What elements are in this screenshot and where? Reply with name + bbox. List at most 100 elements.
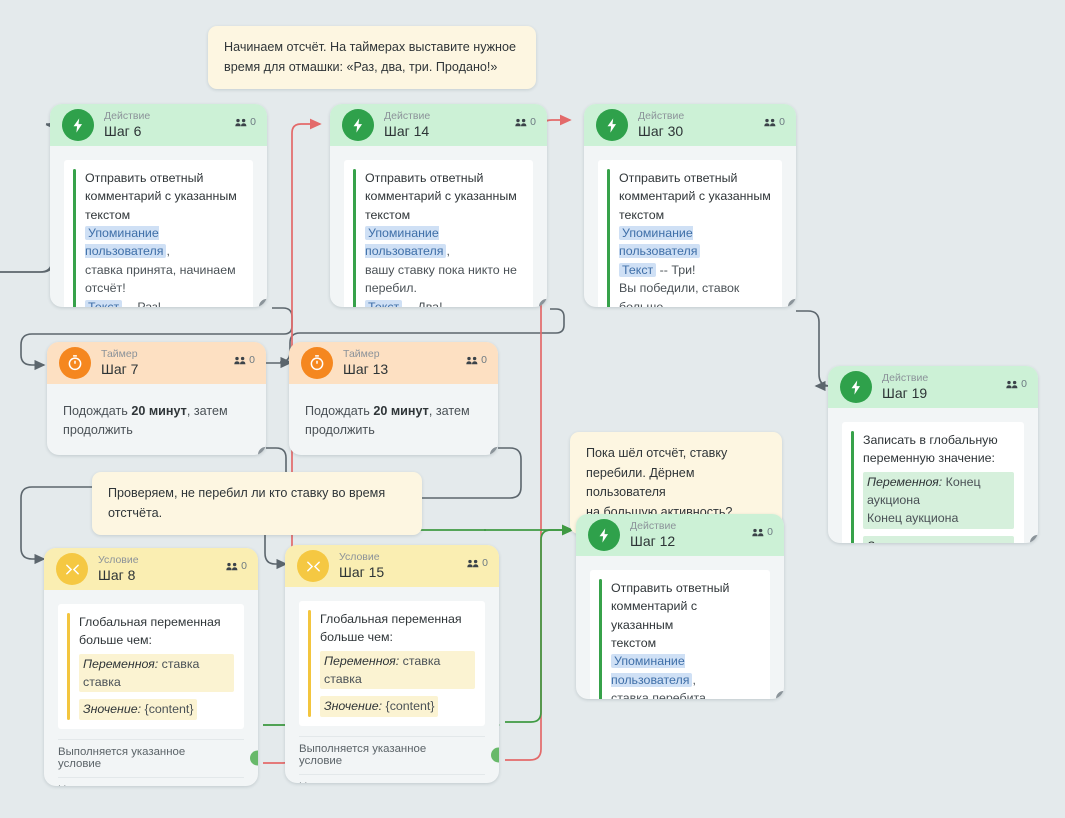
step12-l4: ставка перебита.	[611, 691, 710, 699]
node-step15-output-false[interactable]: Не выполняется указанное условие	[299, 773, 485, 783]
step14-chip1: Упоминание пользователя	[365, 226, 447, 259]
node-step7-kind: Таймер	[101, 348, 138, 361]
node-step13-title: Шаг 13	[343, 361, 389, 378]
step8-out-false-label: Не выполняется указанное условие	[58, 784, 228, 786]
node-step14[interactable]: Действие Шаг 14 0 Отправить ответный ком…	[330, 104, 547, 307]
step8-val-value: {content}	[141, 702, 194, 717]
step6-l2: комментарий с указанным	[85, 189, 237, 204]
node-step8-members-count: 0	[241, 560, 247, 572]
lightning-icon	[62, 109, 94, 141]
node-step19-output-port[interactable]	[1030, 535, 1038, 543]
people-icon	[1006, 380, 1018, 388]
node-step13-output-port[interactable]	[490, 447, 498, 455]
step12-l1: Отправить ответный	[611, 581, 730, 595]
node-step13-header: Таймер Шаг 13 0	[289, 342, 498, 384]
step12-chip1: Упоминание пользователя	[611, 654, 693, 687]
node-step15[interactable]: Условие Шаг 15 0 Глобальная переменная б…	[285, 545, 499, 783]
note-countdown-line2: время для отмашки: «Раз, два, три. Прода…	[224, 59, 498, 74]
step15-l2: больше чем:	[320, 630, 393, 645]
step8-val-label: Зночение:	[83, 702, 142, 717]
step15-var-label: Переменноя:	[324, 653, 400, 668]
note-countdown[interactable]: Начинаем отсчёт. На таймерах выставите н…	[208, 26, 536, 90]
node-step12[interactable]: Действие Шаг 12 0 Отправить ответный ком…	[576, 514, 784, 699]
card-stripe	[599, 579, 602, 699]
step13-l2: продолжить	[305, 422, 375, 437]
step6-chip1: Упоминание пользователя	[85, 226, 167, 259]
people-icon	[466, 356, 478, 364]
step19-var-value: Конец аукциона	[867, 474, 981, 508]
step30-l1: Отправить ответный	[619, 171, 738, 185]
node-step7-body: Подождать 20 минут, затем продолжить	[47, 384, 266, 455]
node-step30[interactable]: Действие Шаг 30 0 Отправить ответный ком…	[584, 104, 796, 307]
people-icon	[226, 562, 238, 570]
node-step6-members: 0	[235, 116, 256, 128]
step6-l5: отсчёт!	[85, 281, 126, 296]
node-step19-members: 0	[1006, 378, 1027, 390]
step13-pre: Подождать	[305, 404, 374, 418]
node-step19-card: Записать в глобальную переменную значени…	[842, 422, 1024, 543]
node-step13-members: 0	[466, 354, 487, 366]
node-step15-kind: Условие	[339, 551, 380, 564]
shuffle-icon	[56, 553, 88, 585]
step12-l2: комментарий с указанным	[611, 599, 698, 632]
node-step7-title: Шаг 7	[101, 361, 139, 378]
step19-val-label: Зночение:	[867, 539, 925, 543]
node-step15-output-true[interactable]: Выполняется указанное условие	[299, 735, 499, 774]
node-step30-output-port[interactable]	[788, 299, 796, 307]
node-step7-output-port[interactable]	[258, 447, 266, 455]
step14-chip2: Текст	[365, 299, 403, 307]
node-step14-title: Шаг 14	[384, 123, 430, 140]
card-stripe	[851, 431, 854, 543]
node-step6-output-port[interactable]	[259, 299, 267, 307]
node-step15-body: Глобальная переменная больше чем: Переме…	[285, 587, 499, 736]
step30-l4: Вы победили, ставок больше	[619, 281, 740, 307]
node-step14-output-port[interactable]	[539, 299, 547, 307]
node-step15-members: 0	[467, 557, 488, 569]
node-step12-body: Отправить ответный комментарий с указанн…	[576, 556, 784, 699]
step15-out-false-label: Не выполняется указанное условие	[299, 781, 469, 783]
port-true[interactable]	[491, 747, 499, 763]
step12-l3: текстом	[611, 636, 657, 651]
node-step8[interactable]: Условие Шаг 8 0 Глобальная переменная бо…	[44, 548, 258, 786]
card-stripe	[353, 169, 356, 307]
note-check[interactable]: Проверяем, не перебил ли кто ставку во в…	[92, 472, 422, 536]
node-step15-header: Условие Шаг 15 0	[285, 545, 499, 587]
node-step8-kind: Условие	[98, 554, 139, 567]
node-step15-members-count: 0	[482, 557, 488, 569]
node-step13[interactable]: Таймер Шаг 13 0 Подождать 20 минут, зате…	[289, 342, 498, 455]
step15-var-value: ставка ставка	[324, 653, 441, 687]
node-step8-output-true[interactable]: Выполняется указанное условие	[58, 738, 258, 777]
port-true[interactable]	[250, 750, 258, 766]
node-step8-output-false[interactable]: Не выполняется указанное условие	[58, 776, 244, 786]
node-step8-members: 0	[226, 560, 247, 572]
node-step7-members-count: 0	[249, 354, 255, 366]
node-step12-output-port[interactable]	[776, 691, 784, 699]
step6-chip2-after: -- Раз!	[122, 299, 162, 307]
step6-chip1-after: ,	[166, 244, 170, 259]
node-step6[interactable]: Действие Шаг 6 0 Отправить ответный комм…	[50, 104, 267, 307]
node-step12-card: Отправить ответный комментарий с указанн…	[590, 570, 770, 699]
node-step7[interactable]: Таймер Шаг 7 0 Подождать 20 минут, затем…	[47, 342, 266, 455]
node-step7-header: Таймер Шаг 7 0	[47, 342, 266, 384]
node-step13-body: Подождать 20 минут, затем продолжить	[289, 384, 498, 455]
node-step8-header: Условие Шаг 8 0	[44, 548, 258, 590]
step13-bold: 20 минут	[373, 404, 429, 418]
timer-icon	[301, 347, 333, 379]
node-step19-body: Записать в глобальную переменную значени…	[828, 408, 1038, 543]
people-icon	[764, 118, 776, 126]
people-icon	[235, 118, 247, 126]
card-stripe	[67, 613, 70, 720]
node-step30-kind: Действие	[638, 110, 685, 123]
lightning-icon	[342, 109, 374, 141]
people-icon	[515, 118, 527, 126]
node-step30-header: Действие Шаг 30 0	[584, 104, 796, 146]
node-step30-members-count: 0	[779, 116, 785, 128]
step30-chip1: Упоминание пользователя	[619, 226, 701, 259]
lightning-icon	[588, 519, 620, 551]
step8-var-label: Переменноя:	[83, 656, 159, 671]
node-step6-title: Шаг 6	[104, 123, 142, 140]
node-step8-body: Глобальная переменная больше чем: Переме…	[44, 590, 258, 739]
node-step19[interactable]: Действие Шаг 19 0 Записать в глобальную …	[828, 366, 1038, 543]
node-step15-title: Шаг 15	[339, 564, 385, 581]
